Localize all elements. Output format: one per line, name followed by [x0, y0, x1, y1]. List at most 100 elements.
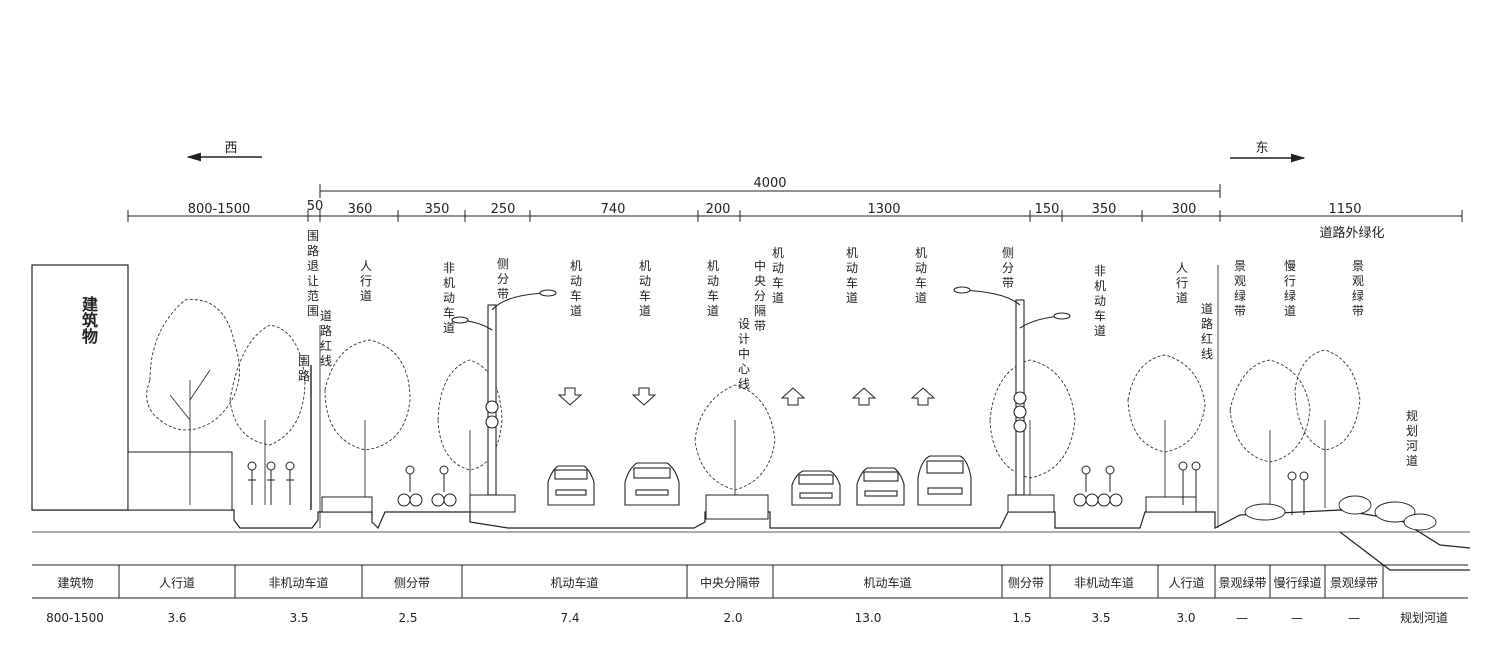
- dim-seg-7: 150: [1035, 202, 1060, 217]
- table-value-cell: 3.6: [167, 611, 186, 625]
- table-value-cell: 1.5: [1012, 611, 1031, 625]
- tree-1: [146, 299, 240, 505]
- table-value-cell: —: [1236, 611, 1248, 625]
- table-value-cell: 3.0: [1176, 611, 1195, 625]
- label-motor-5: 机动车道: [846, 246, 858, 305]
- dim-left: 800-1500: [188, 202, 251, 217]
- dim-seg-6: 1300: [867, 202, 900, 217]
- label-sidewalk-w: 人行道: [360, 259, 372, 303]
- label-side-strip-w: 侧分带: [497, 257, 509, 301]
- cyclist-west-1: [397, 465, 423, 507]
- dim-seg-3: 250: [491, 202, 516, 217]
- table-name-cell: 非机动车道: [1074, 575, 1134, 590]
- label-red-line-e: 道路红线: [1201, 302, 1213, 361]
- east-direction: 东: [1230, 141, 1306, 163]
- tree-6: [989, 359, 1076, 505]
- table-name-cell: 慢行绿道: [1273, 575, 1321, 590]
- label-wall-setback: 围路退让范围: [307, 229, 319, 318]
- label-median: 中央分隔带: [754, 258, 766, 333]
- label-bike-w: 非机动车道: [443, 261, 455, 335]
- dim-seg-2: 350: [425, 202, 450, 217]
- tree-8: [1229, 359, 1311, 510]
- arrow-down-2: [631, 387, 657, 406]
- table-name-cell: 景观绿带: [1330, 575, 1378, 590]
- label-sidewalk-e: 人行道: [1176, 261, 1188, 305]
- arrow-down-1: [557, 387, 583, 406]
- label-red-line-w: 道路红线: [320, 309, 332, 368]
- table-name-cell: 建筑物: [57, 575, 93, 590]
- dim-seg-4: 740: [601, 202, 626, 217]
- tree-2: [229, 324, 306, 505]
- pedestrian-group-greenway: [1287, 471, 1309, 515]
- river-bank-rocks: [1244, 495, 1437, 531]
- table-name-cell: 人行道: [1168, 576, 1204, 590]
- label-side-strip-e: 侧分带: [1002, 246, 1014, 290]
- total-dim-label: 4000: [753, 176, 786, 191]
- table-name-cell: 非机动车道: [268, 575, 328, 590]
- label-motor-1: 机动车道: [570, 259, 582, 318]
- arrow-up-3: [910, 387, 936, 406]
- dim-seg-8: 350: [1092, 202, 1117, 217]
- label-motor-6: 机动车道: [915, 246, 927, 305]
- street-lamp-west: [451, 289, 557, 496]
- west-direction: 西: [186, 141, 262, 162]
- table-value-cell: 2.0: [723, 611, 742, 625]
- people: [247, 461, 1309, 515]
- label-center-line: 设计中心线: [738, 317, 750, 391]
- table-value-cell: 规划河道: [1400, 610, 1448, 625]
- table-value-cell: 3.5: [289, 611, 308, 625]
- table-value-cell: 13.0: [855, 611, 882, 625]
- car-2: [624, 462, 680, 506]
- arrow-up-2: [851, 387, 877, 406]
- cyclist-east-1: [1073, 465, 1099, 507]
- table-value-cell: 3.5: [1091, 611, 1110, 625]
- trees: [146, 299, 1361, 510]
- table-value-cell: 2.5: [398, 611, 417, 625]
- label-wall: 围路: [298, 354, 310, 383]
- table-names: 建筑物人行道非机动车道侧分带机动车道中央分隔带机动车道侧分带非机动车道人行道景观…: [57, 575, 1378, 590]
- label-river: 规划河道: [1406, 408, 1418, 468]
- total-dimension: 4000: [319, 176, 1221, 198]
- outer-green-label: 道路外绿化: [1319, 225, 1384, 241]
- car-3: [791, 470, 841, 506]
- table-value-cell: 800-1500: [46, 611, 104, 625]
- pedestrian-group-east: [1178, 461, 1201, 505]
- dim-right: 1150: [1328, 202, 1361, 217]
- dim-seg-0: 50: [307, 199, 324, 214]
- table-name-cell: 侧分带: [394, 576, 430, 590]
- car-4: [856, 467, 905, 506]
- label-landscape-1: 景观绿带: [1234, 259, 1246, 318]
- arrow-up-1: [780, 387, 806, 406]
- street-lamp-east: [953, 286, 1071, 496]
- table-value-cell: —: [1291, 611, 1303, 625]
- tree-3: [324, 339, 411, 505]
- tree-4: [437, 359, 503, 505]
- car-5: [917, 455, 972, 506]
- vertical-labels: 建筑物围路退让范围围路道路红线人行道非机动车道侧分带机动车道机动车道机动车道中央…: [82, 229, 1418, 468]
- pedestrian-group-west: [247, 461, 295, 505]
- tree-7: [1127, 354, 1206, 505]
- label-slow-green: 慢行绿道: [1284, 259, 1296, 318]
- label-motor-4: 机动车道: [772, 246, 784, 305]
- label-motor-2: 机动车道: [639, 259, 651, 318]
- segment-dimensions: 800-1500 50 360 350 250 740 200 1300 150…: [127, 199, 1463, 241]
- dim-seg-1: 360: [348, 202, 373, 217]
- building: [31, 264, 233, 511]
- table-name-cell: 中央分隔带: [700, 575, 760, 590]
- dim-seg-9: 300: [1172, 202, 1197, 217]
- car-1: [547, 465, 595, 506]
- table-value-cell: —: [1348, 611, 1360, 625]
- label-bike-e: 非机动车道: [1094, 264, 1106, 338]
- east-label: 东: [1255, 141, 1268, 156]
- cyclist-east-2: [1097, 465, 1123, 507]
- tree-9: [1294, 349, 1361, 508]
- table-name-cell: 机动车道: [550, 575, 598, 590]
- summary-table: 建筑物人行道非机动车道侧分带机动车道中央分隔带机动车道侧分带非机动车道人行道景观…: [32, 564, 1468, 625]
- planters: [321, 494, 1197, 520]
- label-motor-3: 机动车道: [707, 259, 719, 318]
- table-name-cell: 人行道: [159, 576, 195, 590]
- label-landscape-2: 景观绿带: [1352, 259, 1364, 318]
- dim-seg-5: 200: [706, 202, 731, 217]
